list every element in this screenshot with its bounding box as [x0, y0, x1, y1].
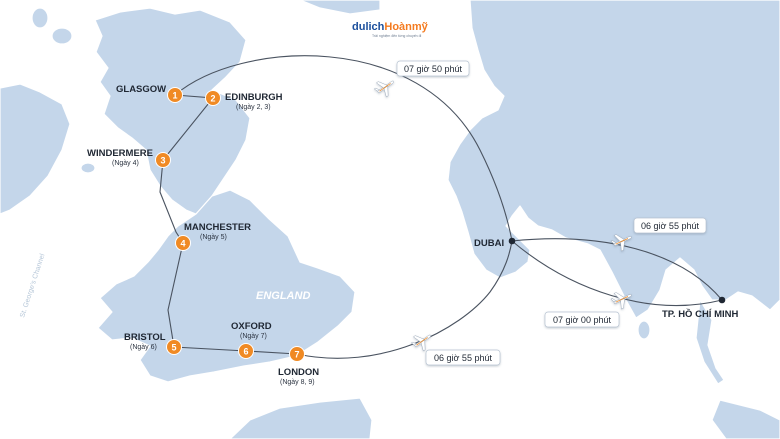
hub-dubai-label: DUBAI	[474, 238, 504, 249]
stop-marker: 6	[243, 347, 248, 357]
svg-text:dulichHoànmỹ: dulichHoànmỹ	[352, 21, 429, 33]
hub-dubai: DUBAI	[474, 237, 516, 249]
stop-2: 2 EDINBURGH (Ngày 2, 3)	[205, 90, 283, 111]
stop-marker: 3	[160, 156, 165, 166]
flight-time-dubai-glasgow: 07 giờ 50 phút	[404, 64, 462, 74]
route-dubai-hcm-north	[511, 238, 723, 301]
irish-sea-label: Irish Sea	[34, 196, 76, 207]
route-dubai-hcm-south	[511, 240, 723, 306]
stop-days: (Ngày 8, 9)	[280, 379, 315, 386]
land-ireland	[0, 83, 71, 215]
stop-days: (Ngày 7)	[240, 333, 267, 340]
stop-3: 3 WINDERMERE (Ngày 4)	[87, 148, 171, 168]
stop-marker: 1	[172, 91, 177, 101]
hub-hcm: TP. HỒ CHÍ MINH	[662, 296, 738, 320]
land-asia-africa	[447, 0, 780, 319]
route-london-dubai	[296, 240, 513, 359]
flight-label-dubai-glasgow: 07 giờ 50 phút	[396, 60, 470, 77]
route-dubai-glasgow	[174, 55, 513, 242]
hub-hcm-label: TP. HỒ CHÍ MINH	[662, 308, 738, 320]
flight-time-london-dubai: 06 giờ 55 phút	[434, 353, 492, 363]
stop-name: LONDON	[278, 367, 319, 378]
land-france	[229, 397, 373, 439]
stop-name: BRISTOL	[124, 332, 166, 343]
land-scandinavia	[299, 0, 381, 15]
stop-marker: 7	[294, 350, 299, 360]
stop-days: (Ngày 6)	[130, 344, 157, 351]
land-england	[97, 189, 356, 383]
stop-days: (Ngày 5)	[200, 234, 227, 241]
logo-tagline: Trải nghiệm đến từng chuyến đi	[372, 34, 422, 38]
stop-4: 4 MANCHESTER (Ngày 5)	[175, 222, 251, 251]
flight-time-dubai-hcm: 07 giờ 00 phút	[553, 315, 611, 325]
flight-label-london-dubai: 06 giờ 55 phút	[425, 349, 501, 366]
stop-name: WINDERMERE	[87, 148, 153, 159]
flight-label-dubai-hcm: 07 giờ 00 phút	[544, 311, 620, 328]
logo-part2: Hoànmỹ	[384, 21, 428, 33]
england-label: ENGLAND	[256, 290, 310, 302]
brand-logo: dulichHoànmỹ Trải nghiệm đến từng chuyến…	[352, 21, 429, 38]
flight-time-hcm-dubai: 06 giờ 55 phút	[641, 221, 699, 231]
stop-marker: 5	[171, 343, 176, 353]
stop-name: MANCHESTER	[184, 222, 251, 233]
logo-part1: dulich	[352, 21, 385, 33]
stop-name: OXFORD	[231, 321, 272, 332]
stop-name: GLASGOW	[116, 84, 166, 95]
stop-days: (Ngày 2, 3)	[236, 104, 271, 111]
stop-marker: 4	[180, 239, 185, 249]
stop-1: 1 GLASGOW	[116, 84, 183, 103]
stop-5: 5 BRISTOL (Ngày 6)	[124, 332, 182, 355]
stop-7: 7 LONDON (Ngày 8, 9)	[278, 346, 319, 386]
stop-marker: 2	[210, 94, 215, 104]
flight-label-hcm-dubai: 06 giờ 55 phút	[633, 217, 707, 234]
stop-name: EDINBURGH	[225, 92, 283, 103]
stop-6: 6 OXFORD (Ngày 7)	[231, 321, 272, 359]
stop-days: (Ngày 4)	[112, 160, 139, 167]
